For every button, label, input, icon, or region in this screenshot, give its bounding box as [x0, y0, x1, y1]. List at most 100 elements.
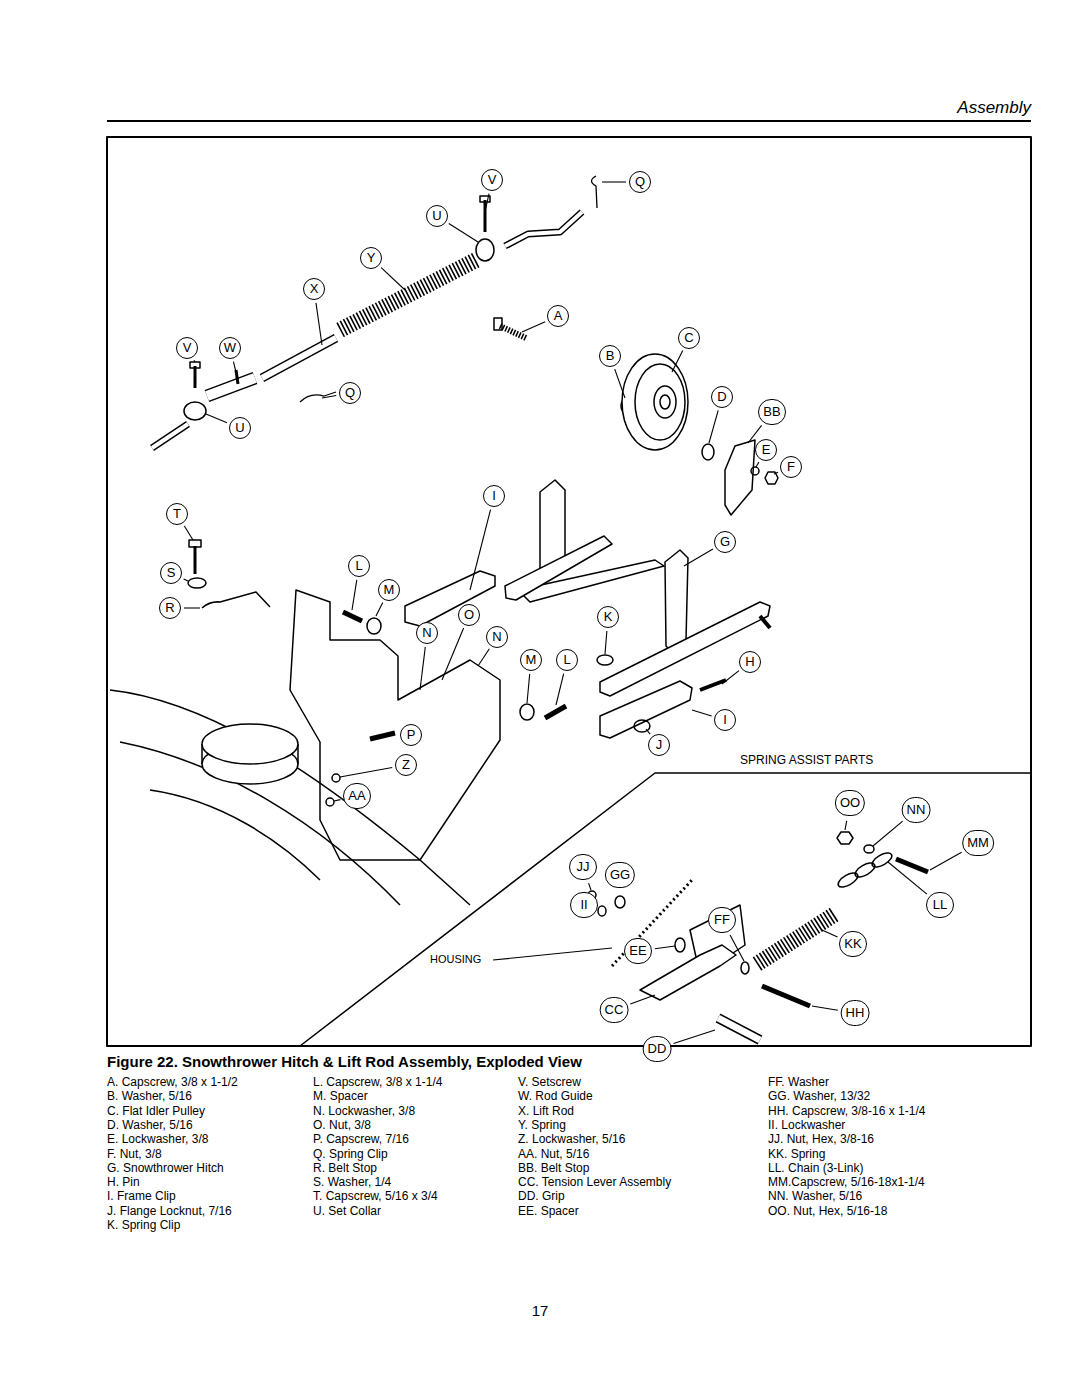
leader-line [376, 603, 383, 616]
leader-line [845, 821, 847, 830]
parts-list-item: V. Setscrew [518, 1076, 581, 1090]
housing-label: HOUSING [430, 953, 481, 966]
callout-letter: U [426, 205, 448, 227]
callout-letter: Z [395, 754, 417, 776]
parts-list-item: NN. Washer, 5/16 [768, 1190, 862, 1204]
leader-line [522, 322, 545, 332]
parts-list-item: LL. Chain (3-Link) [768, 1162, 863, 1176]
parts-list-item: E. Lockwasher, 3/8 [107, 1133, 208, 1147]
leader-line [630, 995, 655, 1004]
leader-line [589, 883, 591, 890]
callout-letter: E [755, 439, 777, 461]
callout-letter: DD [643, 1036, 672, 1062]
parts-list-item: FF. Washer [768, 1076, 829, 1090]
parts-list-item: G. Snowthrower Hitch [107, 1162, 224, 1176]
callout-letter: NN [902, 797, 931, 823]
parts-list-item: S. Washer, 1/4 [313, 1176, 391, 1190]
callout-letter: S [160, 562, 182, 584]
parts-list-item: GG. Washer, 13/32 [768, 1090, 870, 1104]
leader-line [381, 268, 405, 290]
callout-letter: MM [962, 830, 994, 856]
page-number: 17 [532, 1302, 549, 1319]
callout-letter: AA [343, 783, 371, 809]
callout-letter: D [711, 386, 733, 408]
leader-line [556, 674, 564, 705]
callout-letter: J [648, 734, 670, 756]
parts-list-item: H. Pin [107, 1176, 140, 1190]
parts-list-item: KK. Spring [768, 1148, 825, 1162]
leader-line [709, 410, 718, 443]
callout-letter: C [678, 327, 700, 349]
parts-list-item: Y. Spring [518, 1119, 566, 1133]
leader-line [684, 549, 713, 566]
callout-letter: F [780, 456, 802, 478]
leader-line [184, 526, 193, 540]
parts-list-item: U. Set Collar [313, 1205, 381, 1219]
callout-letter: EE [624, 938, 652, 964]
leader-line [470, 510, 491, 590]
parts-list-item: F. Nut, 3/8 [107, 1148, 162, 1162]
leader-line [449, 223, 478, 242]
callout-letter: CC [600, 997, 629, 1023]
inset-heading: SPRING ASSIST PARTS [740, 754, 873, 768]
callout-letter: V [176, 337, 198, 359]
callout-letter: JJ [569, 854, 597, 880]
leader-line [722, 671, 739, 684]
callout-letter: Q [629, 171, 651, 193]
callout-letter: II [570, 892, 598, 918]
parts-list-item: C. Flat Idler Pulley [107, 1105, 205, 1119]
leader-line [756, 462, 759, 467]
callout-letter: M [520, 649, 542, 671]
leader-line [605, 631, 607, 654]
callout-letter: O [458, 604, 480, 626]
leader-line [615, 369, 625, 398]
leader-line [812, 1006, 838, 1010]
callout-letter: HH [841, 1000, 870, 1026]
parts-list-item: Z. Lockwasher, 5/16 [518, 1133, 625, 1147]
leader-line [322, 395, 336, 398]
parts-list-item: II. Lockwasher [768, 1119, 845, 1133]
callout-letter: L [348, 555, 370, 577]
callout-letter: G [714, 531, 736, 553]
callout-letter: L [556, 649, 578, 671]
leader-line [485, 194, 489, 212]
leader-line [184, 579, 188, 581]
parts-list-item: A. Capscrew, 3/8 x 1-1/2 [107, 1076, 238, 1090]
parts-list-item: MM.Capscrew, 5/16-18x1-1/4 [768, 1176, 925, 1190]
parts-list-item: AA. Nut, 5/16 [518, 1148, 589, 1162]
callout-letter: BB [758, 399, 786, 425]
parts-list-item: CC. Tension Lever Assembly [518, 1176, 671, 1190]
parts-list-item: X. Lift Rod [518, 1105, 574, 1119]
figure-title: Figure 22. Snowthrower Hitch & Lift Rod … [107, 1053, 582, 1070]
leader-line [655, 946, 675, 949]
leader-line [602, 181, 626, 182]
callout-letter: I [714, 709, 736, 731]
callout-letter: LL [926, 892, 954, 918]
parts-list-item: R. Belt Stop [313, 1162, 377, 1176]
callout-letter: W [219, 337, 241, 359]
parts-list-item: EE. Spacer [518, 1205, 579, 1219]
callout-letter: Y [360, 247, 382, 269]
callout-letter: A [547, 305, 569, 327]
parts-list-item: M. Spacer [313, 1090, 368, 1104]
callout-letter: FF [708, 907, 736, 933]
callout-letter: K [597, 606, 619, 628]
parts-list-item: T. Capscrew, 5/16 x 3/4 [313, 1190, 438, 1204]
callout-letter: KK [839, 931, 867, 957]
leader-line [340, 768, 392, 777]
leader-line [674, 1030, 715, 1044]
callout-letter: R [159, 597, 181, 619]
leader-line [316, 303, 322, 345]
parts-list-item: O. Nut, 3/8 [313, 1119, 371, 1133]
leader-line [334, 800, 340, 801]
parts-list-item: J. Flange Locknut, 7/16 [107, 1205, 232, 1219]
parts-list-item: Q. Spring Clip [313, 1148, 388, 1162]
leader-line [822, 930, 838, 937]
callout-letter: U [229, 417, 251, 439]
leader-line [672, 351, 683, 372]
leader-line [442, 628, 464, 680]
parts-list-item: I. Frame Clip [107, 1190, 176, 1204]
callout-letter: T [166, 503, 188, 525]
callout-letter: H [739, 651, 761, 673]
